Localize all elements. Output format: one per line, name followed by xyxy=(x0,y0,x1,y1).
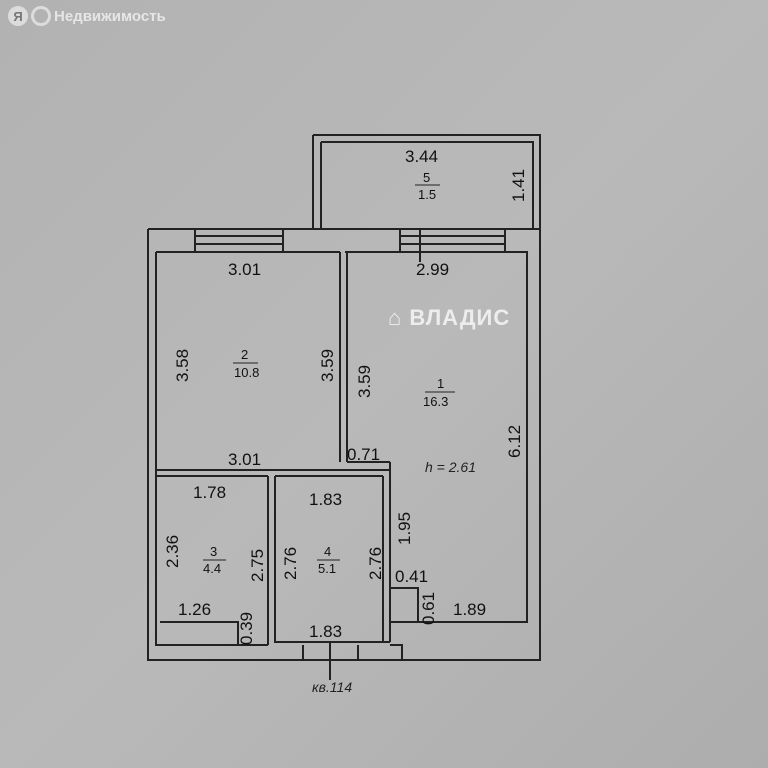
room4-top: 1.83 xyxy=(309,490,342,509)
room4-right: 2.76 xyxy=(366,547,385,580)
room4-number: 4 xyxy=(324,544,331,559)
room3-left: 2.36 xyxy=(163,535,182,568)
realty-ring-icon xyxy=(31,6,51,26)
yandex-realty-logo[interactable]: Я Недвижимость xyxy=(8,6,166,26)
room1-niche-height: 0.61 xyxy=(419,592,438,625)
ceiling-height: h = 2.61 xyxy=(425,459,476,475)
room3-area: 4.4 xyxy=(203,561,221,576)
balcony-number: 5 xyxy=(423,170,430,185)
room1-niche-width: 0.41 xyxy=(395,567,428,586)
room4-area: 5.1 xyxy=(318,561,336,576)
room2-left: 3.58 xyxy=(173,349,192,382)
site-name: Недвижимость xyxy=(54,7,166,25)
balcony-area: 1.5 xyxy=(418,187,436,202)
vladis-watermark: ⌂ ВЛАДИС xyxy=(388,305,511,330)
balcony-depth: 1.41 xyxy=(509,169,528,202)
room1-bottom: 1.89 xyxy=(453,600,486,619)
balcony-width: 3.44 xyxy=(405,147,438,166)
room1-right: 6.12 xyxy=(505,425,524,458)
room1-number: 1 xyxy=(437,376,444,391)
room3-number: 3 xyxy=(210,544,217,559)
room2-top: 3.01 xyxy=(228,260,261,279)
room2-area: 10.8 xyxy=(234,365,259,380)
room2-number: 2 xyxy=(241,347,248,362)
room3-top: 1.78 xyxy=(193,483,226,502)
room1-area: 16.3 xyxy=(423,394,448,409)
room2-bottom: 3.01 xyxy=(228,450,261,469)
room3-niche: 0.39 xyxy=(237,612,256,645)
room1-left: 3.59 xyxy=(355,365,374,398)
watermark-text: ВЛАДИС xyxy=(409,305,511,330)
room1-top: 2.99 xyxy=(416,260,449,279)
apartment-label: кв.114 xyxy=(312,679,352,695)
room4-bottom: 1.83 xyxy=(309,622,342,641)
room4-left: 2.76 xyxy=(281,547,300,580)
room2-right: 3.59 xyxy=(318,349,337,382)
room4-extra: 1.95 xyxy=(395,512,414,545)
room3-bottom: 1.26 xyxy=(178,600,211,619)
room3-right: 2.75 xyxy=(248,549,267,582)
room1-jog: 0.71 xyxy=(347,445,380,464)
yandex-logo-icon: Я xyxy=(8,6,28,26)
